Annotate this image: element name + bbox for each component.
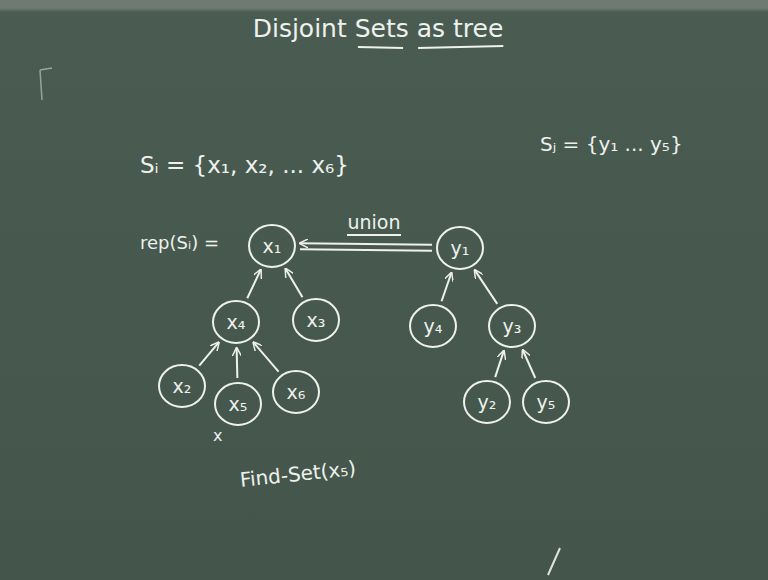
tree-node-circle: x₃: [291, 297, 341, 343]
connector-line: [523, 350, 536, 378]
operation-label: Find-Set(x₅): [239, 456, 357, 492]
node-label: y₄: [408, 315, 458, 337]
tree-node-circle: y₂: [462, 379, 512, 425]
node-label: y₃: [487, 315, 537, 337]
node-label: x₄: [211, 311, 261, 333]
set-definition: Sⱼ = {y₁ ... y₅}: [540, 132, 683, 156]
tree-node-circle: x₄: [211, 299, 261, 345]
node-label: x₁: [247, 235, 297, 257]
tree-node-circle: y₁: [435, 225, 485, 271]
connector-line: [300, 243, 432, 244]
title-underline: [358, 47, 403, 48]
connector-line: [475, 270, 498, 304]
connector-line: [495, 351, 504, 377]
connector-line: [236, 348, 239, 378]
node-label: y₂: [462, 391, 512, 413]
tree-node-circle: x₆: [271, 369, 321, 415]
connector-line: [253, 342, 278, 371]
connector-line: [247, 270, 260, 298]
node-label: x₃: [291, 309, 341, 331]
chalk-mark: [40, 68, 52, 100]
connector-line: [286, 269, 303, 297]
connector-line: [442, 273, 452, 301]
connector-line: [199, 342, 218, 365]
parent-pointer-arrow: [236, 348, 238, 378]
set-definition: Sᵢ = {x₁, x₂, ... x₆}: [140, 152, 349, 178]
parent-pointer-arrow: [475, 270, 498, 304]
connector-line: [300, 249, 432, 250]
tree-node-circle: x₅: [213, 381, 263, 427]
parent-pointer-arrow: [523, 350, 536, 378]
rep-label: rep(Sᵢ) =: [140, 232, 219, 253]
mark-label: x: [213, 426, 222, 445]
tree-node-circle: y₄: [408, 303, 458, 349]
node-label: x₅: [213, 393, 263, 415]
parent-pointer-arrow: [253, 342, 278, 371]
edge-label: union: [347, 211, 400, 236]
tree-node-circle: y₅: [521, 379, 571, 425]
parent-pointer-arrow: [247, 270, 260, 298]
node-label: x₆: [271, 381, 321, 403]
union-arrow: [300, 243, 432, 250]
parent-pointer-arrow: [442, 273, 452, 301]
node-label: y₅: [521, 391, 571, 413]
title: Disjoint Sets as tree: [253, 14, 504, 43]
title-underline: [418, 46, 503, 48]
node-label: x₂: [157, 375, 207, 397]
parent-pointer-arrow: [286, 269, 303, 297]
node-label: y₁: [435, 237, 485, 259]
parent-pointer-arrow: [495, 351, 504, 377]
parent-pointer-arrow: [199, 342, 218, 365]
tree-node-circle: x₂: [157, 363, 207, 409]
tree-node-circle: y₃: [487, 303, 537, 349]
chalk-mark: [548, 548, 560, 575]
tree-node-circle: x₁: [247, 223, 297, 269]
